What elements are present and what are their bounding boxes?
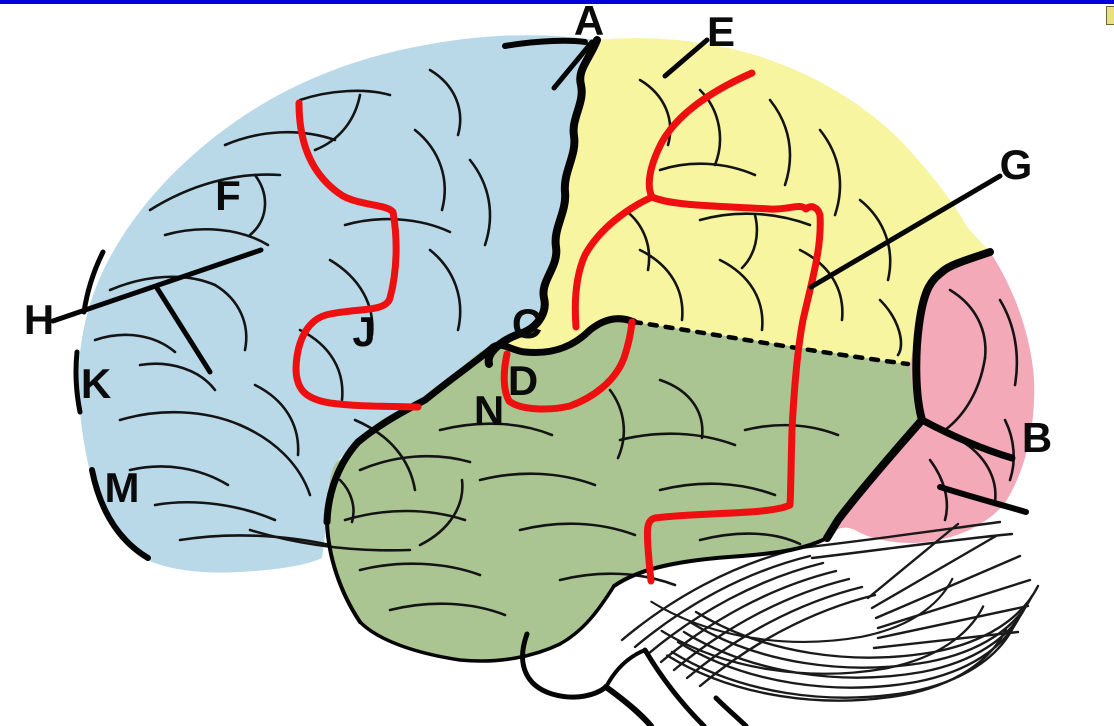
label-F[interactable]: F bbox=[215, 172, 241, 219]
cerebellum bbox=[620, 520, 1040, 702]
cerebellum-fan-folia bbox=[798, 520, 1032, 650]
label-G[interactable]: G bbox=[1000, 141, 1033, 188]
red-path-frontal bbox=[292, 99, 422, 411]
label-M[interactable]: M bbox=[105, 464, 140, 511]
label-J[interactable]: J bbox=[352, 308, 375, 355]
red-path-descending-branch bbox=[571, 193, 656, 331]
pointer-g bbox=[808, 173, 1003, 290]
window-top-border bbox=[0, 0, 1114, 4]
label-A[interactable]: A bbox=[574, 0, 604, 44]
letter-labels: A E G B F H K M J C D N bbox=[24, 0, 1052, 511]
label-D[interactable]: D bbox=[508, 357, 538, 404]
parietal-lobe-region bbox=[492, 38, 990, 365]
label-K[interactable]: K bbox=[81, 360, 111, 407]
sylvian-fissure-line bbox=[323, 315, 638, 526]
label-N[interactable]: N bbox=[474, 387, 504, 434]
label-B[interactable]: B bbox=[1022, 414, 1052, 461]
temporal-sulci bbox=[338, 378, 840, 617]
red-outline-paths bbox=[292, 69, 824, 585]
pointer-lines bbox=[50, 37, 1003, 375]
pointer-h-upper bbox=[50, 247, 264, 324]
temporal-lobe-region bbox=[326, 318, 923, 662]
label-C[interactable]: C bbox=[512, 300, 542, 347]
dashed-boundary-line bbox=[631, 319, 911, 367]
cerebellum-lower-folia bbox=[670, 624, 1016, 699]
pointer-e bbox=[662, 37, 710, 79]
frontal-sulci bbox=[93, 68, 492, 552]
lobe-fills bbox=[78, 35, 1035, 662]
red-path-wernicke-loop bbox=[500, 318, 636, 413]
parieto-occipital-sulcus-line bbox=[912, 248, 994, 424]
red-path-parietal-temporal bbox=[643, 69, 824, 585]
clipped-document-icon[interactable] bbox=[1106, 6, 1114, 25]
fissure-lines bbox=[73, 36, 1029, 663]
pointer-a bbox=[551, 39, 595, 91]
pointer-h-lower bbox=[154, 285, 213, 375]
label-E[interactable]: E bbox=[707, 8, 735, 55]
frontal-lobe-region bbox=[78, 35, 598, 573]
cerebellum-upper-folia bbox=[620, 547, 799, 642]
label-H[interactable]: H bbox=[24, 296, 54, 343]
occipital-lobe-region bbox=[827, 252, 1035, 543]
parietal-sulci bbox=[623, 78, 903, 357]
